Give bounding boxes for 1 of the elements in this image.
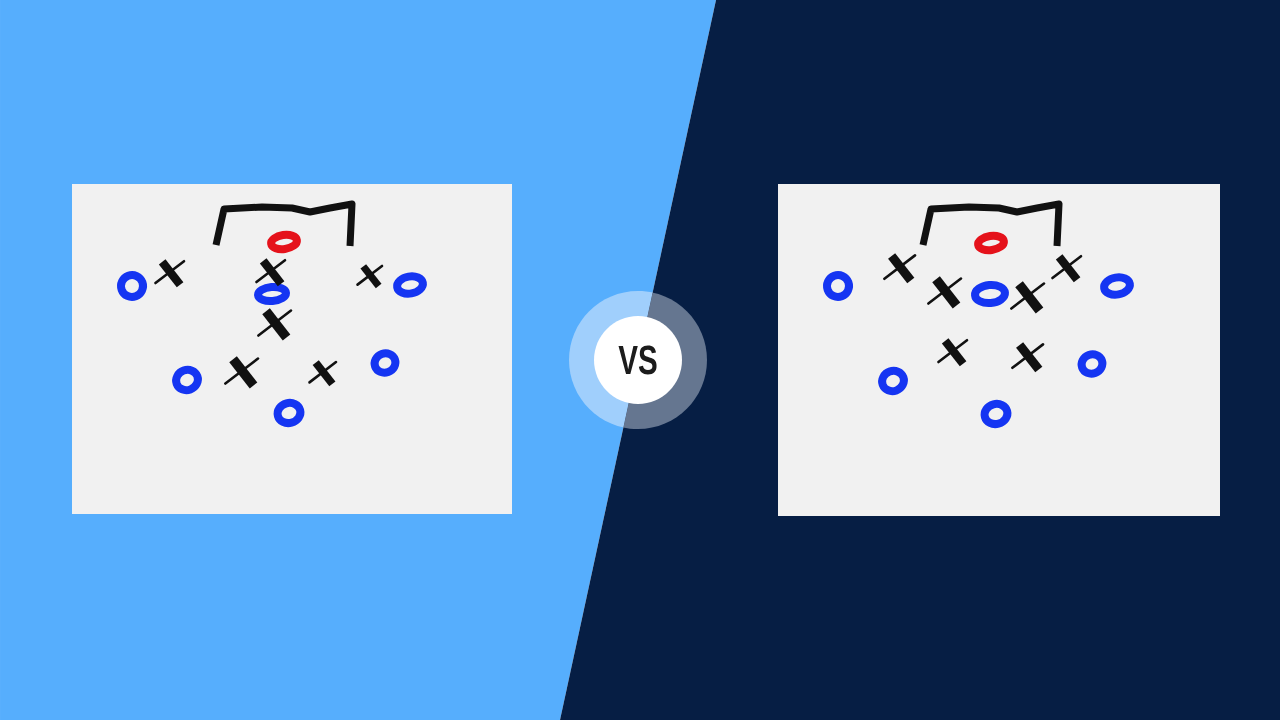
vs-badge: VS xyxy=(569,291,707,429)
